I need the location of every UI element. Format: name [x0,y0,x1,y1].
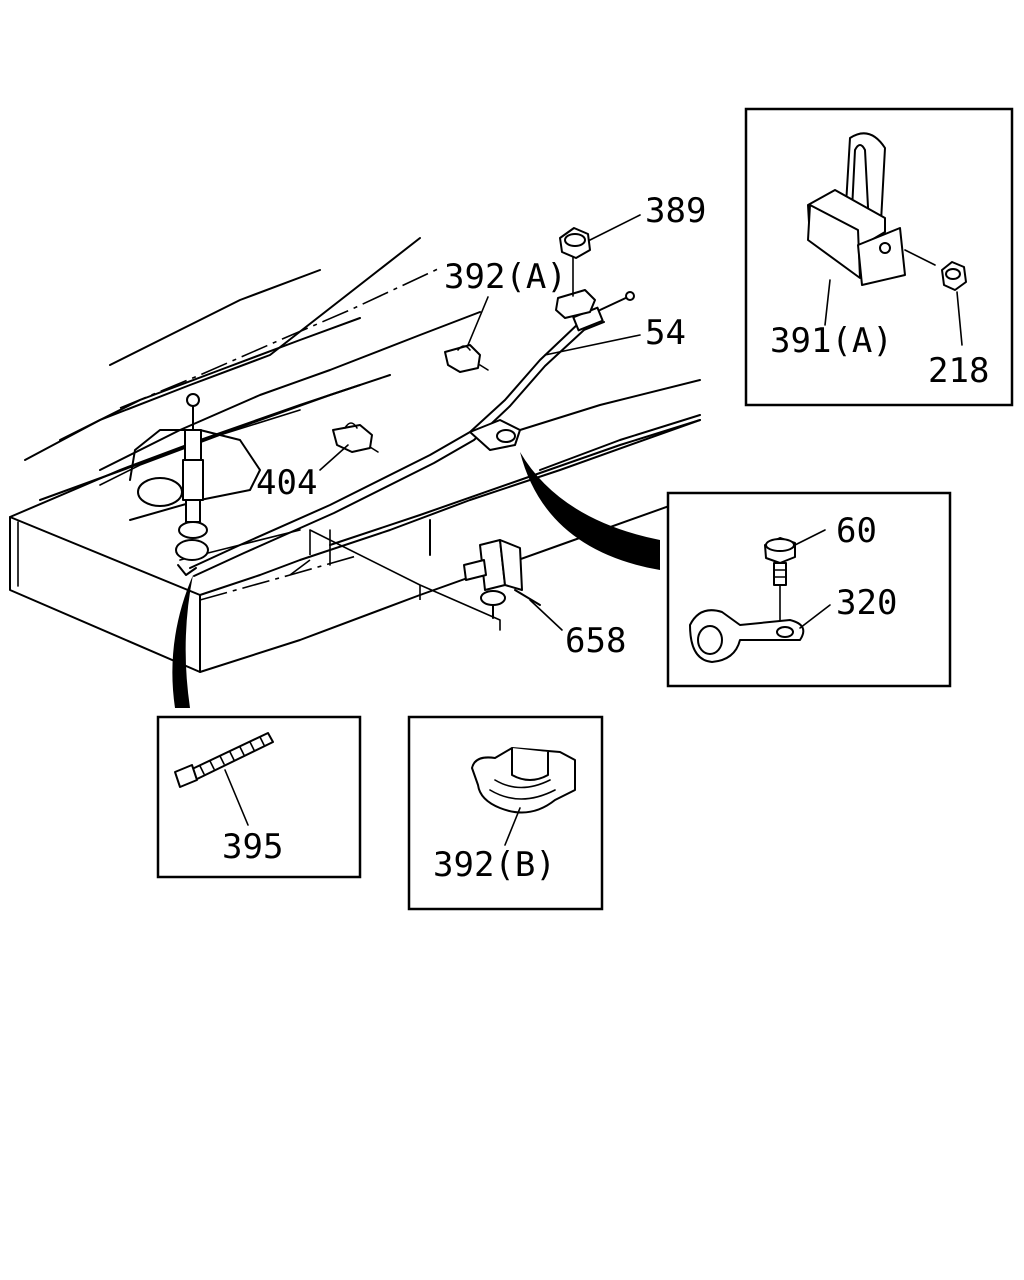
label-320: 320 [836,583,897,623]
label-60: 60 [836,511,877,551]
vehicle-frame [9,237,701,673]
callout-arrow-320 [520,452,660,570]
label-392b: 392(B) [433,845,556,885]
detail-box-60-320: 60 320 [666,491,952,688]
detail-box-395: 395 [156,715,362,879]
nut-389 [559,227,591,259]
cable-assembly [189,291,635,577]
label-404: 404 [256,463,317,503]
detail-box-391a: 391(A) 218 [744,107,1014,407]
label-218: 218 [928,351,989,391]
cable-bracket [555,254,596,319]
label-395: 395 [222,827,283,867]
label-54: 54 [645,313,686,353]
control-lever [175,393,209,576]
holder-658 [463,539,541,619]
label-389: 389 [645,191,706,231]
clip-392a [444,344,489,373]
frame-clamp [469,419,521,451]
label-658: 658 [565,621,626,661]
callout-arrow-395 [172,575,193,708]
label-391a: 391(A) [770,321,893,361]
detail-box-392b: 392(B) [407,715,604,911]
leader-lines [319,214,641,631]
label-392a: 392(A) [444,257,567,297]
clip-404 [332,422,379,453]
